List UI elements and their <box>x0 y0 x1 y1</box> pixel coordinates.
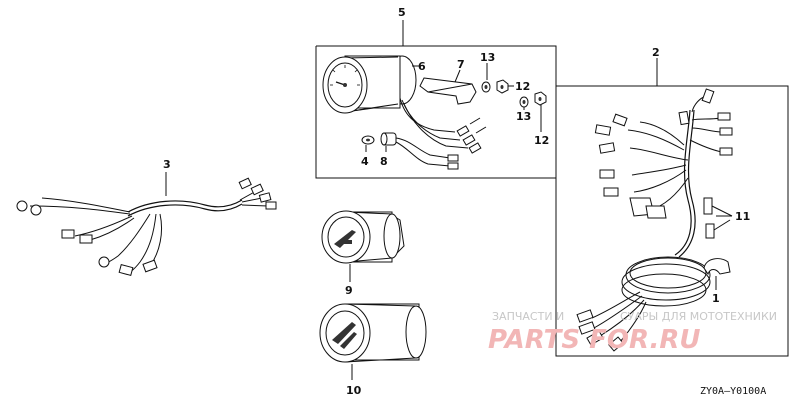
extension-harness[interactable] <box>16 177 277 277</box>
wiring-harness[interactable] <box>576 88 733 352</box>
nut-12-lower[interactable] <box>534 91 547 132</box>
label-9: 9 <box>345 284 353 297</box>
watermark-line2: PARTS FOR.RU <box>488 325 701 355</box>
nut-12-upper[interactable] <box>496 79 514 94</box>
watermark-line1b: СУАРЫ ДЛЯ МОТОТЕХНИКИ <box>620 310 777 323</box>
bulb-socket[interactable] <box>380 132 459 170</box>
label-6: 6 <box>418 60 426 73</box>
label-13-upper: 13 <box>480 51 495 64</box>
label-12-upper: 12 <box>515 80 530 93</box>
label-4: 4 <box>361 155 369 168</box>
washer-13-upper[interactable] <box>481 63 491 93</box>
watermark: ЗАПЧАСТИ И СУАРЫ ДЛЯ МОТОТЕХНИКИ PARTS F… <box>488 310 777 355</box>
label-13-lower: 13 <box>516 110 531 123</box>
fuel-gauge[interactable] <box>319 303 427 380</box>
harness-clamp[interactable] <box>703 258 731 290</box>
label-5: 5 <box>398 6 406 19</box>
washer-4[interactable] <box>361 135 375 152</box>
label-7: 7 <box>457 58 465 71</box>
diagram-code: ZY0A—Y0100A <box>700 386 766 397</box>
label-12-lower: 12 <box>534 134 549 147</box>
bracket[interactable] <box>419 69 477 105</box>
label-1: 1 <box>712 292 720 305</box>
label-10: 10 <box>346 384 362 397</box>
trim-meter-gauge[interactable] <box>321 210 405 282</box>
label-3: 3 <box>163 158 171 171</box>
washer-13-lower[interactable] <box>519 96 529 110</box>
gauge-wires <box>399 97 487 154</box>
label-8: 8 <box>380 155 388 168</box>
label-11: 11 <box>735 210 750 223</box>
tachometer-gauge[interactable] <box>322 55 417 114</box>
label-2: 2 <box>652 46 660 59</box>
group-box-2 <box>555 58 789 357</box>
watermark-line1: ЗАПЧАСТИ И <box>492 310 564 323</box>
